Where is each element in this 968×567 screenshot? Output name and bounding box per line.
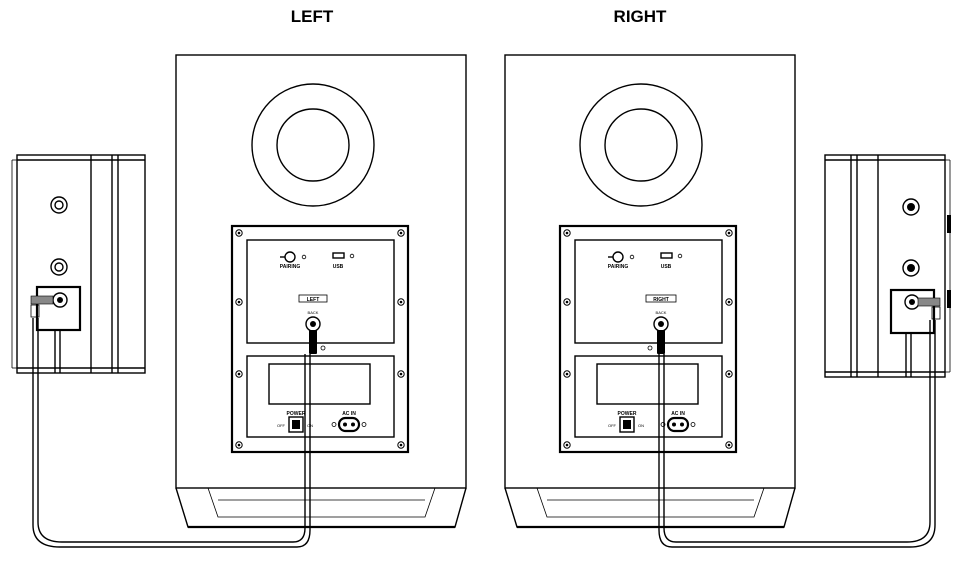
left-title: LEFT — [291, 7, 334, 26]
right-power-switch-icon — [619, 416, 635, 433]
right-usb-label: USB — [661, 264, 672, 270]
left-ac-socket-icon — [331, 416, 367, 433]
left-usb-label: USB — [333, 264, 344, 270]
left-satellite-input-plate — [35, 285, 82, 332]
right-title: RIGHT — [614, 7, 668, 26]
right-speaker-base — [504, 487, 796, 529]
left-acin-label: AC IN — [342, 411, 356, 417]
left-power-switch-icon — [288, 416, 304, 433]
right-power-label: POWER — [618, 411, 637, 417]
left-off-label: OFF — [277, 423, 286, 428]
right-pairing-label: PAIRING — [608, 264, 629, 270]
right-usb-port-icon — [660, 252, 673, 259]
right-rear-panel: PAIRING USB RIGHT BACK POWER AC IN OFF O… — [558, 224, 738, 454]
right-satellite-input-plate — [889, 288, 936, 335]
left-bass-port — [251, 83, 375, 207]
left-power-label: POWER — [287, 411, 306, 417]
right-off-label: OFF — [608, 423, 617, 428]
right-connection-cable — [658, 320, 936, 548]
left-channel-label: LEFT — [307, 297, 320, 303]
right-back-label: BACK — [656, 310, 667, 315]
right-acin-label: AC IN — [671, 411, 685, 417]
left-main-speaker: PAIRING USB LEFT BACK POWER AC IN OFF ON — [175, 54, 467, 529]
right-pairing-button-icon — [612, 251, 624, 263]
left-speaker-base — [175, 487, 467, 529]
right-bass-port — [579, 83, 703, 207]
left-rear-panel: PAIRING USB LEFT BACK POWER AC IN OFF ON — [230, 224, 410, 454]
right-on-label: ON — [638, 423, 644, 428]
left-usb-port-icon — [332, 252, 345, 259]
right-channel-label: RIGHT — [653, 297, 669, 303]
right-ac-socket-icon — [660, 416, 696, 433]
left-pairing-label: PAIRING — [280, 264, 301, 270]
left-satellite-speaker — [11, 154, 146, 374]
left-connection-cable — [32, 318, 311, 548]
right-satellite-speaker — [824, 154, 951, 378]
right-main-speaker: PAIRING USB RIGHT BACK POWER AC IN OFF O… — [504, 54, 796, 529]
left-pairing-button-icon — [284, 251, 296, 263]
left-back-label: BACK — [308, 310, 319, 315]
